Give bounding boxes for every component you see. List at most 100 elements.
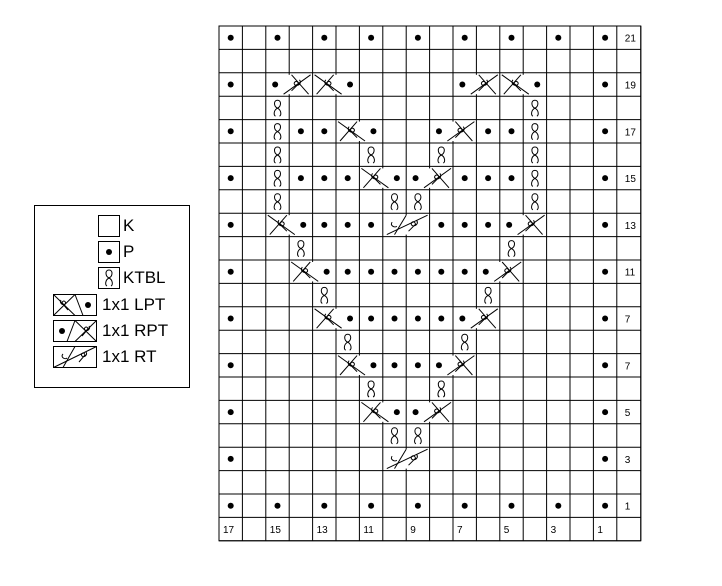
ktbl-symbol [98, 267, 120, 289]
ktbl-stitch [273, 169, 282, 187]
purl-stitch [414, 315, 421, 322]
legend: K P KTBL 1x1 LPT 1x1 RPT 1x1 RT [34, 205, 190, 388]
purl-stitch [391, 315, 398, 322]
purl-stitch [321, 502, 328, 509]
purl-stitch [227, 315, 234, 322]
purl-stitch [344, 175, 351, 182]
purl-stitch [508, 175, 515, 182]
row-number: 5 [625, 408, 631, 419]
purl-stitch [344, 268, 351, 275]
rpt-symbol [53, 320, 97, 342]
legend-item-p: P [35, 241, 191, 263]
legend-label-lpt: 1x1 LPT [102, 295, 166, 314]
lpt-stitch [361, 167, 405, 189]
purl-stitch [321, 34, 328, 41]
purl-stitch [602, 455, 609, 462]
purl-stitch [602, 81, 609, 88]
column-number: 5 [504, 525, 510, 536]
purl-stitch [508, 502, 515, 509]
lpt-stitch [361, 401, 405, 423]
column-number: 9 [410, 525, 416, 536]
row-number: 19 [625, 81, 637, 92]
column-number: 7 [457, 525, 463, 536]
rpt-stitch [501, 214, 545, 236]
purl-stitch [368, 315, 375, 322]
row-number: 11 [625, 268, 636, 279]
purl-stitch [227, 34, 234, 41]
purl-stitch [414, 502, 421, 509]
purl-stitch [321, 128, 328, 135]
lpt-stitch [337, 121, 381, 142]
purl-stitch [227, 502, 234, 509]
legend-label-rt: 1x1 RT [102, 347, 157, 366]
purl-stitch [602, 409, 609, 416]
legend-item-ktbl: KTBL [35, 267, 191, 289]
purl-stitch [227, 81, 234, 88]
purl-stitch [391, 268, 398, 275]
purl-stitch [508, 34, 515, 41]
rpt-stitch [408, 401, 452, 423]
ktbl-stitch [484, 286, 492, 304]
ktbl-stitch [273, 99, 282, 117]
lpt-stitch [501, 74, 545, 95]
lpt-stitch [314, 308, 358, 329]
ktbl-stitch [414, 427, 422, 445]
purl-stitch [485, 175, 492, 182]
purl-stitch [344, 221, 351, 228]
purl-stitch [414, 268, 421, 275]
ktbl-stitch [531, 193, 539, 211]
purl-stitch [368, 34, 375, 41]
purl-stitch [227, 409, 234, 416]
purl-stitch [321, 175, 328, 182]
legend-item-rt: 1x1 RT [35, 346, 191, 368]
purl-stitch [227, 362, 234, 369]
legend-item-rpt: 1x1 RPT [35, 320, 191, 342]
purl-stitch [602, 175, 609, 182]
ktbl-stitch [507, 240, 516, 258]
purl-stitch [274, 34, 281, 41]
purl-symbol [98, 241, 120, 263]
purl-stitch [227, 175, 234, 182]
purl-stitch [297, 128, 304, 135]
column-number: 13 [317, 525, 329, 536]
ktbl-stitch [531, 169, 539, 187]
rt-stitch [384, 448, 428, 470]
purl-stitch [555, 34, 562, 41]
rt-symbol [53, 346, 97, 368]
purl-stitch [438, 268, 445, 275]
ktbl-stitch [273, 146, 282, 164]
purl-stitch [461, 221, 468, 228]
purl-stitch [438, 315, 445, 322]
purl-stitch [227, 128, 234, 135]
purl-stitch [274, 502, 281, 509]
purl-stitch [414, 34, 421, 41]
rpt-stitch [431, 355, 475, 376]
purl-stitch [602, 268, 609, 275]
purl-stitch [602, 502, 609, 509]
column-number: 15 [270, 525, 282, 536]
column-number: 11 [363, 525, 374, 536]
ktbl-stitch [367, 380, 375, 398]
knit-symbol [98, 215, 120, 237]
lpt-stitch [314, 74, 358, 95]
purl-stitch [508, 128, 515, 135]
row-number: 3 [625, 455, 631, 466]
row-number: 7 [625, 315, 631, 326]
purl-stitch [485, 128, 492, 135]
ktbl-stitch [273, 123, 282, 141]
legend-item-k: K [35, 215, 191, 237]
lpt-stitch [267, 214, 311, 236]
rpt-stitch [408, 167, 452, 189]
ktbl-stitch [297, 240, 305, 258]
purl-stitch [227, 455, 234, 462]
column-number: 17 [223, 525, 235, 536]
ktbl-stitch [437, 380, 446, 398]
purl-stitch [368, 502, 375, 509]
purl-stitch [602, 128, 609, 135]
ktbl-stitch [320, 286, 329, 304]
purl-stitch [414, 362, 421, 369]
lpt-symbol [53, 294, 97, 316]
rpt-stitch [431, 121, 475, 142]
purl-stitch [368, 221, 375, 228]
